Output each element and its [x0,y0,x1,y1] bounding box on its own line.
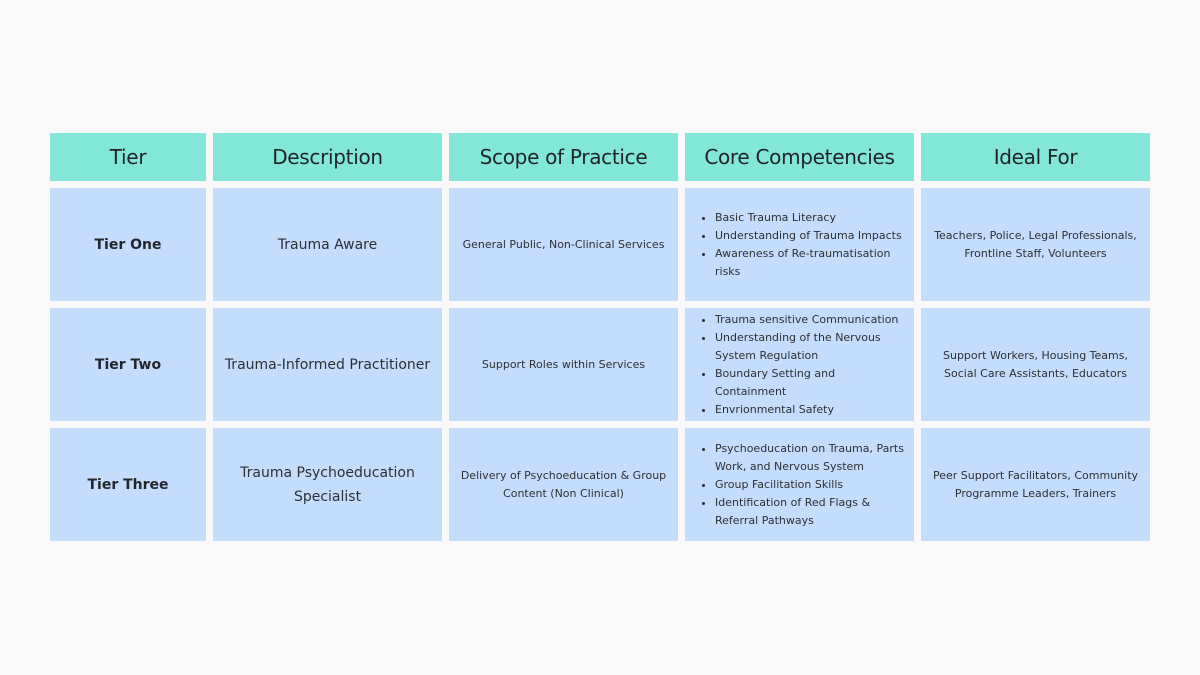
competency-item: Trauma sensitive Communication [715,311,906,329]
scope-cell: Support Roles within Services [449,308,678,421]
competencies-cell: Psychoeducation on Trauma, Parts Work, a… [685,428,914,541]
competency-item: Identification of Red Flags & Referral P… [715,494,906,530]
competency-item: Envrionmental Safety [715,401,906,419]
header-competencies: Core Competencies [685,133,914,181]
tier-cell: Tier Two [50,308,206,421]
description-cell: Trauma-Informed Practitioner [213,308,442,421]
header-description: Description [213,133,442,181]
competency-item: Understanding of the Nervous System Regu… [715,329,906,365]
description-cell: Trauma Aware [213,188,442,301]
ideal-for-cell: Peer Support Facilitators, Community Pro… [921,428,1150,541]
competencies-cell: Basic Trauma Literacy Understanding of T… [685,188,914,301]
header-scope: Scope of Practice [449,133,678,181]
description-cell: Trauma Psychoeducation Specialist [213,428,442,541]
header-ideal-for: Ideal For [921,133,1150,181]
competency-item: Awareness of Re-traumatisation risks [715,245,906,281]
header-tier: Tier [50,133,206,181]
competencies-cell: Trauma sensitive Communication Understan… [685,308,914,421]
ideal-for-cell: Teachers, Police, Legal Professionals, F… [921,188,1150,301]
scope-cell: General Public, Non-Clinical Services [449,188,678,301]
competency-item: Boundary Setting and Containment [715,365,906,401]
tier-table: Tier Description Scope of Practice Core … [50,133,1150,541]
competency-item: Understanding of Trauma Impacts [715,227,906,245]
scope-cell: Delivery of Psychoeducation & Group Cont… [449,428,678,541]
tier-cell: Tier One [50,188,206,301]
competency-item: Psychoeducation on Trauma, Parts Work, a… [715,440,906,476]
ideal-for-cell: Support Workers, Housing Teams, Social C… [921,308,1150,421]
competency-item: Basic Trauma Literacy [715,209,906,227]
tier-cell: Tier Three [50,428,206,541]
competency-item: Group Facilitation Skills [715,476,906,494]
